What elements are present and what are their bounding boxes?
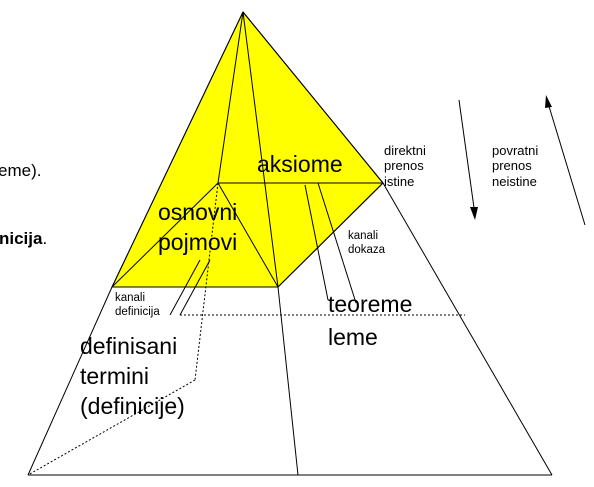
edge-apex-front <box>242 11 279 288</box>
cropped-text-line-2: nicija. <box>0 229 47 249</box>
label-definisani: definisani <box>80 333 177 359</box>
cropped-text-line-1: eme). <box>0 161 42 180</box>
channel-dokaza-2 <box>317 182 357 304</box>
channel-definicija-1 <box>169 259 201 316</box>
edge-lower-right <box>382 182 553 476</box>
arrow-povratni-shaft <box>547 102 586 226</box>
label-leme: leme <box>328 324 378 350</box>
hidden-edge-back-low <box>27 379 196 476</box>
label-kanali-definicija-1: kanali <box>115 292 145 304</box>
label-osnovni: osnovni <box>158 199 237 225</box>
edge-apex-right <box>242 11 384 184</box>
label-definicije: (definicije) <box>80 393 185 419</box>
arrow-povratni-head <box>545 95 552 108</box>
edge-mid-right <box>277 182 384 288</box>
channel-dokaza-1 <box>304 184 329 301</box>
channel-definicija-2 <box>179 259 211 316</box>
hidden-edge-back-vertical <box>194 182 219 381</box>
label-povratni-3: neistine <box>492 174 537 189</box>
label-aksiome: aksiome <box>257 151 343 177</box>
label-direktni-3: istine <box>384 174 414 189</box>
label-direktni-2: prenos <box>384 158 424 173</box>
label-teoreme: teoreme <box>328 291 412 317</box>
edge-apex-back <box>217 11 244 184</box>
label-kanali-dokaza-1: kanali <box>348 230 378 242</box>
edge-apex-left <box>111 11 244 288</box>
top-face-back-edge <box>217 182 279 288</box>
cropped-bold-term: nicija <box>0 229 43 248</box>
label-povratni-2: prenos <box>492 158 532 173</box>
label-povratni-1: povratni <box>492 143 538 158</box>
label-direktni-1: direktni <box>384 143 426 158</box>
label-termini: termini <box>80 363 149 389</box>
label-kanali-dokaza-2: dokaza <box>348 244 386 256</box>
edge-lower-front <box>277 286 299 476</box>
arrow-direktni-head <box>470 207 478 220</box>
pyramid-top-fill <box>111 11 384 288</box>
label-kanali-definicija-2: definicija <box>115 306 160 318</box>
cropped-period: . <box>42 229 48 248</box>
arrow-direktni-shaft <box>458 99 476 216</box>
label-pojmovi: pojmovi <box>158 229 237 255</box>
edge-lower-left <box>27 286 113 476</box>
